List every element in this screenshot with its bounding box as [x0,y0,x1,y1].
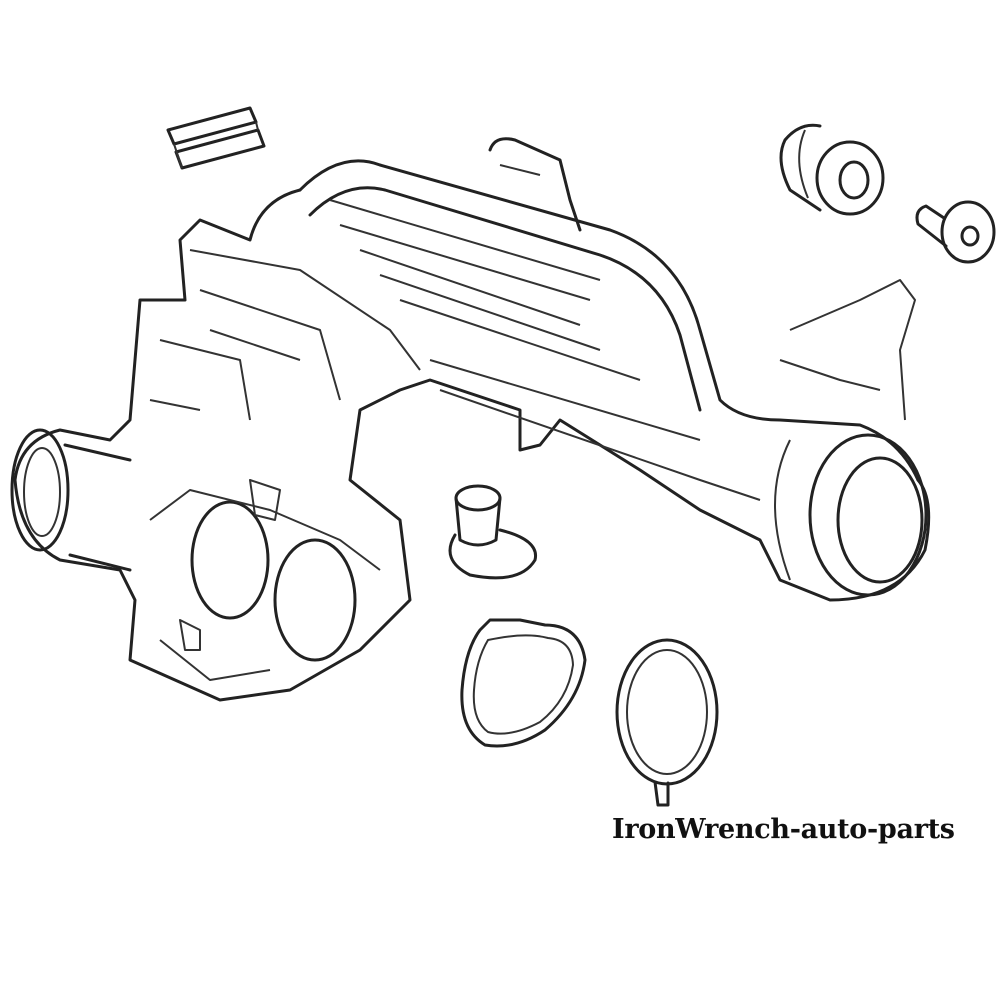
intake-duct [13,137,931,702]
gasket-shaped [460,618,587,748]
plug [448,484,538,580]
gasket-strip [166,106,266,170]
bolt [915,200,996,264]
o-ring-gasket [615,638,719,807]
watermark-text: IronWrench-auto-parts [612,814,955,845]
inlet-pipe [10,428,132,572]
outlet-pipe [774,433,928,597]
grommet [779,123,885,216]
flange [149,479,381,681]
